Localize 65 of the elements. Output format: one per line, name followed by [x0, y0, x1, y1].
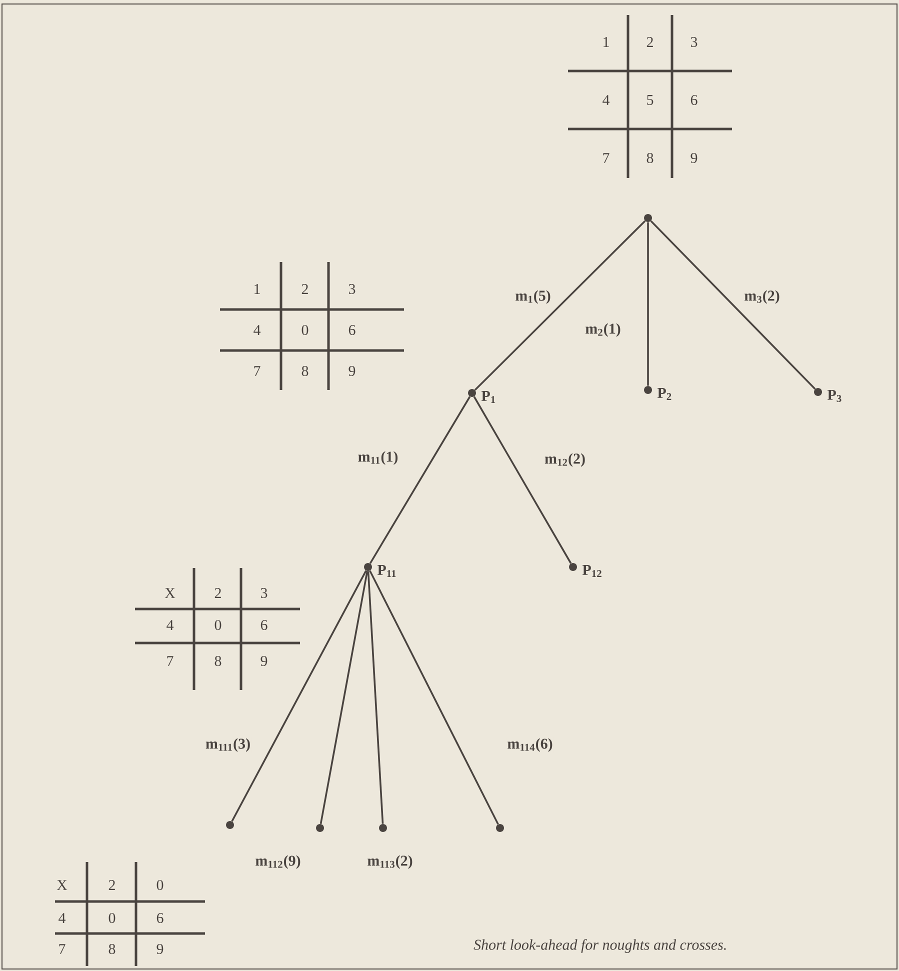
edge-label: m$_{111}$(3): [204, 737, 252, 753]
board-cell: 0: [108, 912, 116, 924]
tree-branch: [369, 570, 499, 825]
node-label: P$_{3}$: [827, 390, 842, 402]
board-cell: 7: [59, 944, 66, 954]
edge-label: m$_{12}$(2): [544, 452, 586, 468]
board-cell: 7: [167, 656, 174, 666]
board-cell: 9: [690, 152, 698, 164]
tree-node-dot: [496, 824, 504, 832]
board-cell: 1: [604, 37, 609, 47]
board-cell: 0: [214, 620, 222, 630]
tree-node-dot: [379, 824, 387, 832]
board-cell: 9: [156, 944, 164, 954]
board-cell: 3: [690, 36, 698, 48]
tree-node-dot: [644, 214, 652, 222]
board-cell: 9: [260, 656, 268, 666]
tree-branch: [474, 220, 646, 391]
board-cell: 1: [254, 284, 260, 294]
board-cell: 6: [156, 912, 164, 924]
board-cell: 4: [58, 913, 66, 923]
board-cell: X: [56, 880, 68, 890]
tree-branch: [473, 396, 572, 564]
edge-label: m$_{112}$(9): [254, 854, 302, 870]
board-cell: 3: [260, 588, 268, 598]
tree-branch: [231, 570, 367, 822]
tree-node-dot: [226, 821, 234, 829]
board-cell: 4: [254, 325, 261, 335]
board-cell: 0: [302, 324, 308, 336]
board-cell: 5: [647, 95, 654, 105]
board-cell: 8: [302, 366, 308, 376]
board-cell: 4: [166, 620, 174, 630]
board-cell: 6: [690, 94, 698, 106]
node-label: P$_{1}$: [481, 391, 496, 403]
node-label: P$_{12}$: [582, 565, 602, 577]
node-label: P$_{2}$: [657, 388, 672, 400]
tree-branch: [647, 222, 649, 386]
board-cell: 7: [603, 153, 610, 163]
edge-label: m$_{3}$(2): [743, 289, 781, 305]
board-cell: 6: [348, 324, 356, 336]
tree-branch: [650, 220, 816, 390]
edge-label: m$_{114}$(6): [506, 737, 554, 753]
edge-label: m$_{1}$(5): [514, 289, 552, 305]
board-cell: 0: [156, 880, 164, 890]
board-cell: 3: [348, 284, 356, 294]
caption: Short look-ahead for noughts and crosses.: [474, 939, 726, 953]
tree-branch: [369, 396, 471, 564]
edge-label: m$_{2}$(1): [584, 322, 622, 338]
edge-label: m$_{11}$(1): [356, 450, 400, 466]
board-cell: 4: [602, 95, 610, 105]
board-cell: X: [164, 588, 176, 598]
board-cell: 6: [260, 620, 268, 630]
board-cell: 8: [108, 944, 116, 954]
tree-node-dot: [316, 824, 324, 832]
board-cell: 2: [108, 880, 115, 890]
tree-branch: [320, 570, 368, 824]
board-cell: 2: [214, 588, 221, 598]
board-cell: 8: [214, 656, 222, 666]
board-cell: 8: [646, 152, 654, 164]
board-cell: 2: [302, 284, 308, 294]
board-cell: 9: [348, 366, 356, 376]
edge-label: m$_{113}$(2): [366, 854, 414, 870]
tree-branch: [367, 571, 384, 824]
board-cell: 7: [254, 366, 260, 376]
board-cell: 2: [646, 37, 653, 47]
node-label: P$_{11}$: [377, 565, 396, 577]
